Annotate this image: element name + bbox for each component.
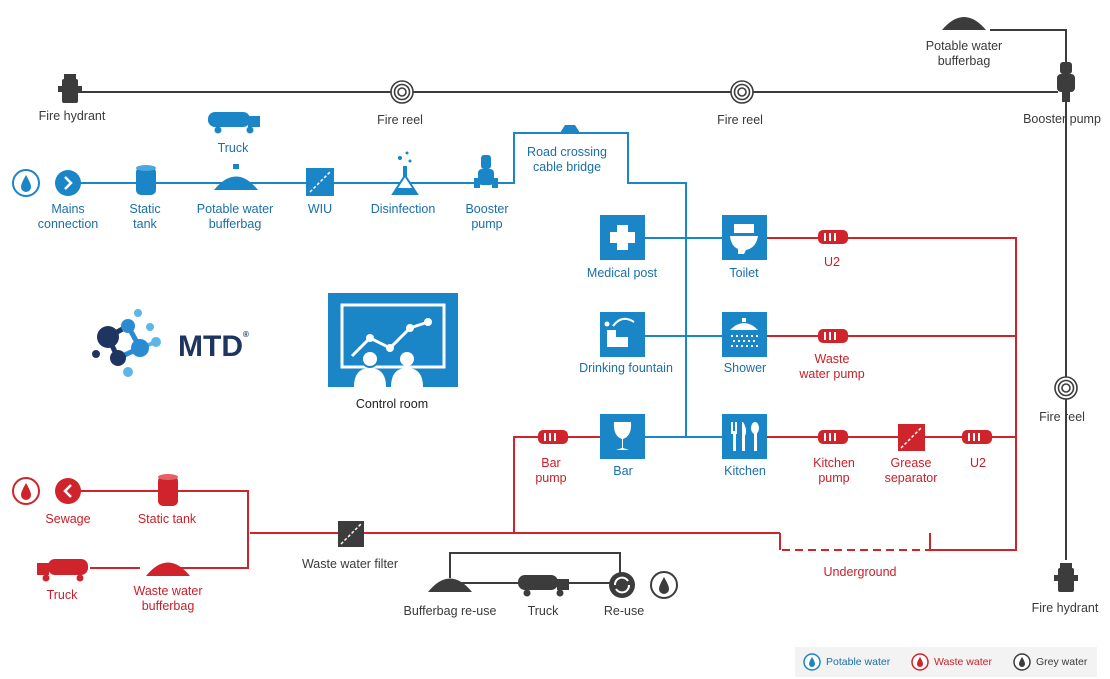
static-tank-icon xyxy=(136,165,156,195)
waste-water-legend-label: Waste water xyxy=(934,656,992,668)
u2-top-label: U2 xyxy=(824,255,840,269)
fire-hydrant-icon xyxy=(58,74,82,103)
booster-pump-right-label: Booster pump xyxy=(1023,112,1101,126)
mtd-logo-mark xyxy=(92,309,161,377)
u2-pump-top-icon xyxy=(818,230,848,244)
grey-water-legend-icon xyxy=(1013,653,1031,671)
kitchen-pump-icon xyxy=(818,430,848,444)
waste-water-pump-icon xyxy=(818,329,848,343)
mtd-logo-text: MTD® xyxy=(178,330,249,363)
truck-label: Truck xyxy=(217,141,249,155)
bar-label: Bar xyxy=(613,464,633,478)
grey-drop-icon xyxy=(650,571,678,599)
drinking-fountain-label: Drinking fountain xyxy=(579,361,673,375)
waste-drop-icon xyxy=(12,477,40,505)
waste-water-filter-label: Waste water filter xyxy=(301,557,399,571)
disinfection-flask-icon xyxy=(391,151,419,195)
legend: Potable water Waste water Grey water xyxy=(795,647,1097,677)
potable-bufferbag-right-icon xyxy=(942,17,986,30)
control-room-icon xyxy=(328,293,458,387)
grey-water-legend-label: Grey water xyxy=(1036,656,1088,668)
truck-grey-label: Truck xyxy=(527,604,559,618)
shower-label: Shower xyxy=(723,361,767,375)
toilet-label: Toilet xyxy=(729,266,759,280)
booster-pump-right-icon xyxy=(1057,62,1075,102)
bar-pump-icon xyxy=(538,430,568,444)
water-drop-icon xyxy=(12,169,40,197)
wiu-icon xyxy=(306,168,334,196)
waste-water-legend-icon xyxy=(911,653,929,671)
fire-reel-label: Fire reel xyxy=(717,113,763,127)
truck-grey-icon xyxy=(518,575,569,597)
reuse-label: Re-use xyxy=(603,604,645,618)
fire-reel-right-label: Fire reel xyxy=(1039,410,1085,424)
fire-hydrant-label: Fire hydrant xyxy=(38,109,106,123)
waste-lines xyxy=(80,237,1017,569)
medical-post-icon xyxy=(600,215,645,260)
bufferbag-reuse-label: Bufferbag re-use xyxy=(403,604,497,618)
medical-post-label: Medical post xyxy=(586,266,658,280)
u2-pump-bottom-icon xyxy=(962,430,992,444)
shower-icon xyxy=(722,312,767,357)
fire-reel-icon xyxy=(390,80,414,104)
kitchen-cutlery-icon xyxy=(722,414,767,459)
potable-water-legend-label: Potable water xyxy=(826,656,891,668)
disinfection-label: Disinfection xyxy=(370,202,436,216)
drinking-fountain-icon xyxy=(600,312,645,357)
road-crossing-bridge-icon xyxy=(560,125,580,133)
fire-reel-right-icon xyxy=(1054,376,1078,400)
fire-hydrant-right-icon xyxy=(1054,563,1078,592)
waste-bufferbag-icon xyxy=(146,562,190,576)
fire-reel-label: Fire reel xyxy=(377,113,423,127)
truck-red-icon xyxy=(37,559,88,582)
wiu-label: WIU xyxy=(307,202,333,216)
potable-water-legend-icon xyxy=(803,653,821,671)
bar-glass-icon xyxy=(600,414,645,459)
booster-pump-icon xyxy=(474,155,498,188)
bufferbag-reuse-icon xyxy=(428,578,472,592)
truck-red-label: Truck xyxy=(46,588,78,602)
grease-separator-icon xyxy=(898,424,925,451)
fire-hydrant-right-label: Fire hydrant xyxy=(1031,601,1099,615)
underground-label: Underground xyxy=(823,565,897,579)
toilet-icon xyxy=(722,215,767,260)
waste-water-filter-icon xyxy=(338,521,364,547)
mains-connection-icon xyxy=(55,170,81,196)
potable-bufferbag-icon xyxy=(214,164,258,190)
u2-bottom-label: U2 xyxy=(970,456,986,470)
kitchen-label: Kitchen xyxy=(724,464,766,478)
static-tank-red-label: Static tank xyxy=(137,512,197,526)
static-tank-red-icon xyxy=(158,474,178,506)
truck-icon xyxy=(208,112,260,134)
reuse-icon xyxy=(609,572,635,598)
fire-reel-icon xyxy=(730,80,754,104)
control-room-label: Control room xyxy=(355,397,429,411)
potable-lines xyxy=(80,132,742,438)
sewage-icon xyxy=(55,478,81,504)
sewage-label: Sewage xyxy=(45,512,91,526)
